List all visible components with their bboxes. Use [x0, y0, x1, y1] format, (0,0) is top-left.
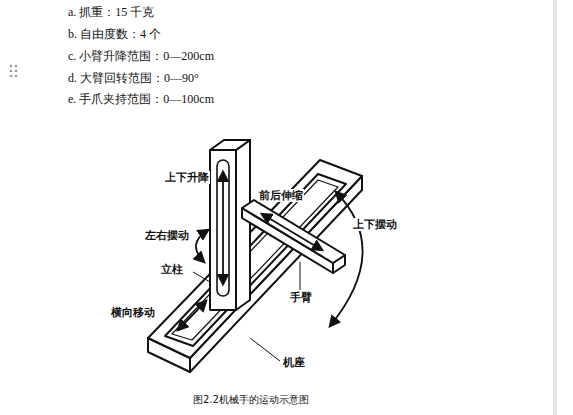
spec-line: b. 自由度数：4 个 [68, 27, 161, 41]
part-label: 左右摆动 [144, 229, 190, 242]
scrollbar [553, 0, 557, 415]
swing-arrow [196, 230, 208, 262]
part-label: 上下摆动 [352, 218, 398, 231]
spec-line: e. 手爪夹持范围：0—100cm [68, 92, 214, 106]
part-label: 手臂 [289, 291, 313, 304]
pitch-arrow [330, 192, 363, 326]
spec-line: c. 小臂升降范围：0—200cm [68, 49, 214, 63]
base-frame [148, 160, 362, 372]
spec-line: d. 大臂回转范围：0—90° [68, 71, 199, 85]
column [210, 140, 250, 310]
spec-line: a. 抓重：15 千克 [68, 5, 154, 19]
part-label: 机座 [282, 356, 306, 369]
part-label: 前后伸缩 [258, 189, 304, 202]
drag-handle [10, 65, 18, 78]
traverse-arrow [178, 301, 206, 330]
part-label: 上下升降 [164, 171, 210, 184]
lift-arrow [222, 172, 224, 284]
part-label: 立柱 [160, 263, 184, 276]
leader-lines [193, 262, 300, 361]
part-label: 横向移动 [110, 306, 156, 319]
arm [242, 200, 345, 273]
figure-caption: 图2.2机械手的运动示意图 [193, 394, 309, 406]
extend-arrow [262, 214, 322, 250]
